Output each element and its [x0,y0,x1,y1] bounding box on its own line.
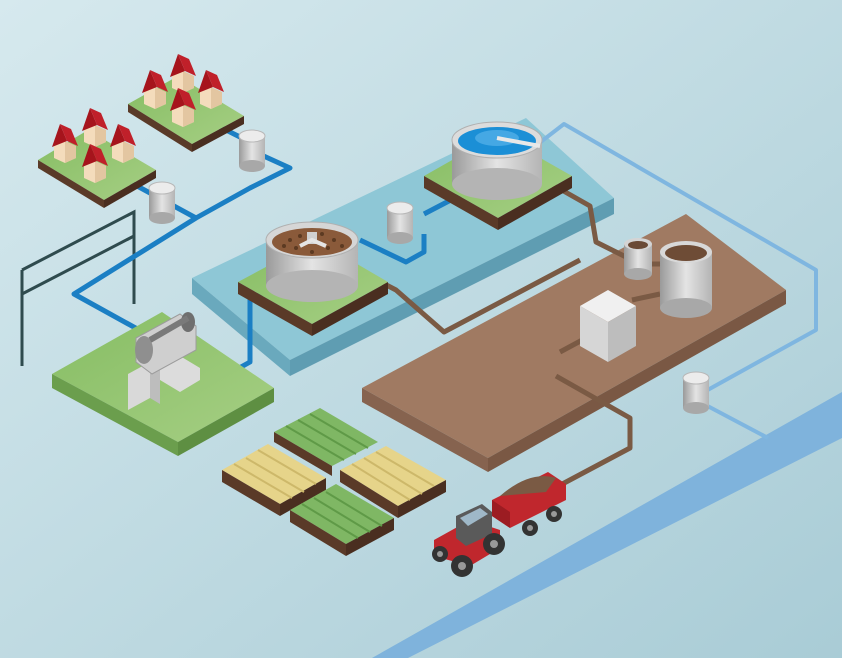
farm-field-yellow-2 [340,446,446,518]
sludge-small-tank [624,238,652,280]
farm-field-green-1 [274,408,378,476]
secondary-clarifier [451,121,543,200]
sludge-digester [660,241,712,318]
pump-tank-2 [238,129,266,173]
pump-tank-1 [148,181,176,225]
farm-field-green-2 [290,484,394,556]
farm-field-yellow-1 [222,444,326,516]
river [372,392,842,658]
treated-water-pipes [536,122,818,440]
pump-tank-4 [682,371,710,415]
fence [20,209,136,366]
tractor-with-trailer [432,472,566,577]
pump-tank-3 [386,201,414,245]
houses-platform-1 [38,108,156,208]
pump-station [128,312,200,410]
dewatering-unit [580,290,636,362]
primary-clarifier [265,221,359,302]
houses-platform-2 [128,54,244,152]
